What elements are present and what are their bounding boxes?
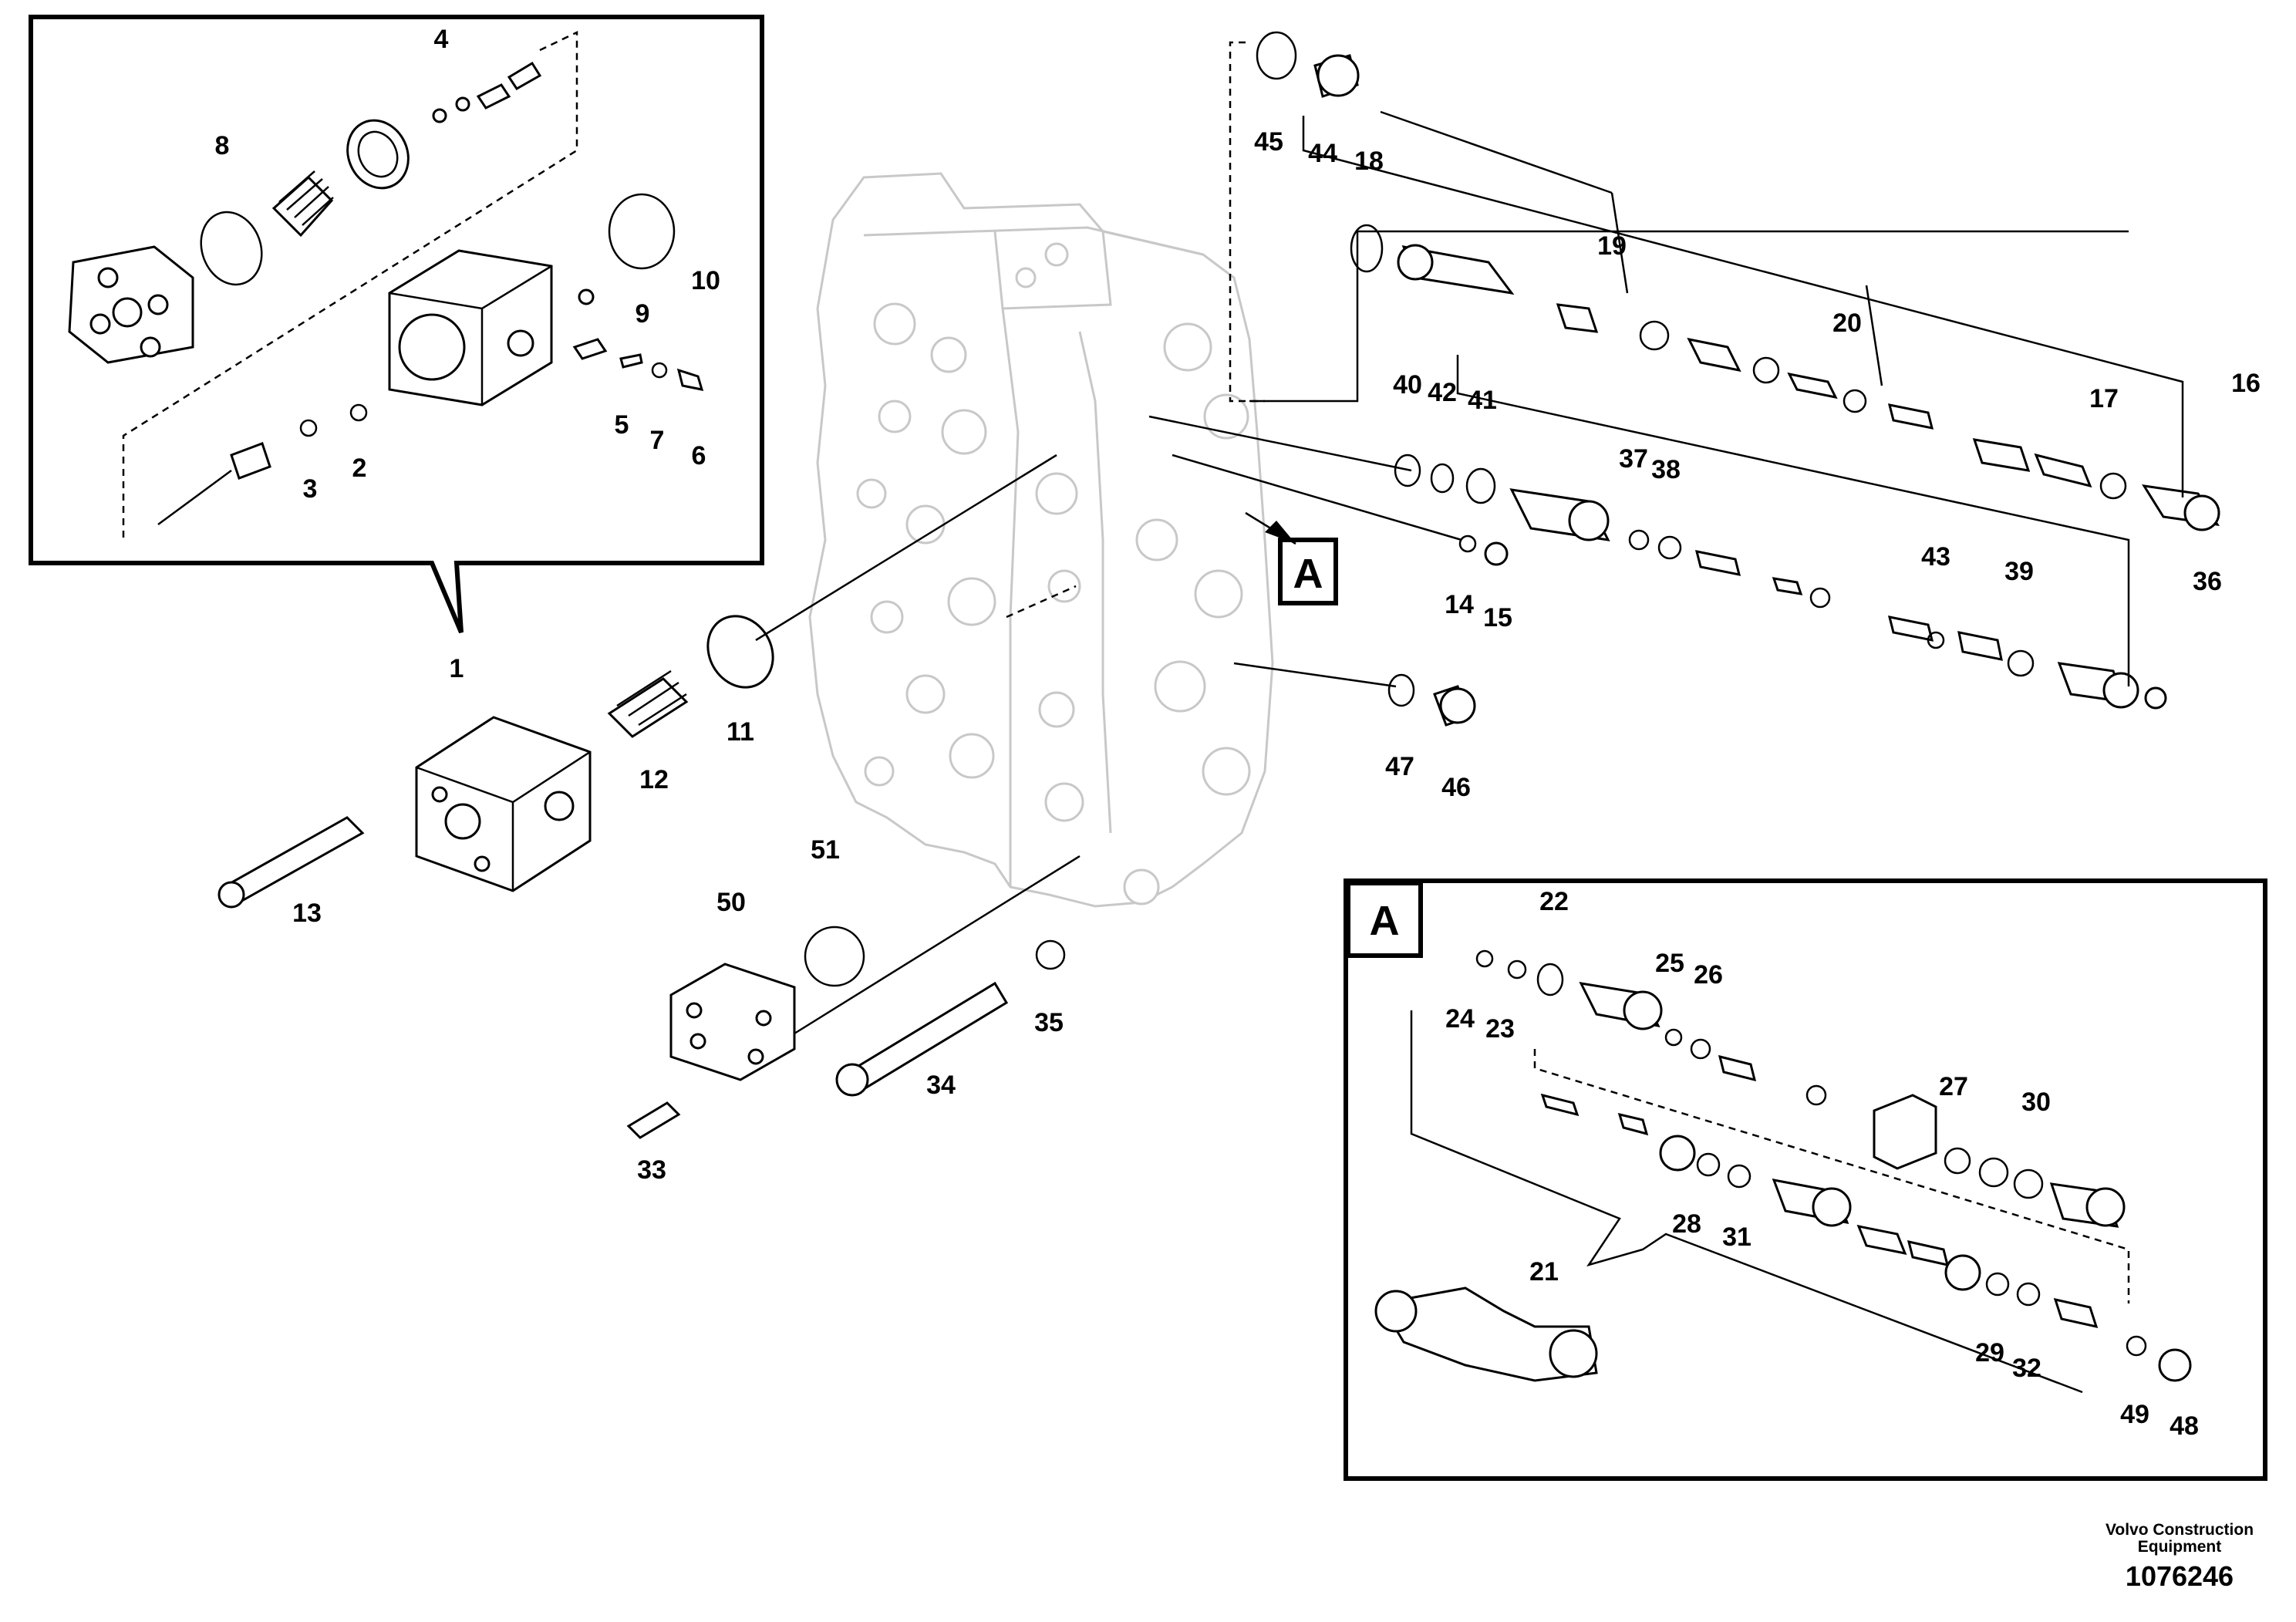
part-label-40: 40 (1393, 370, 1422, 400)
part-label-48: 48 (2170, 1411, 2199, 1441)
valve-body-ports (856, 242, 1251, 905)
inset-top-parts (68, 31, 704, 540)
bolt-33 (626, 1101, 681, 1139)
part-label-32: 32 (2012, 1354, 2041, 1383)
part-label-13: 13 (292, 899, 322, 928)
part-label-36: 36 (2193, 567, 2222, 596)
part-label-7: 7 (650, 426, 665, 455)
part-label-35: 35 (1034, 1008, 1064, 1037)
part-label-42: 42 (1428, 378, 1457, 407)
part-label-27: 27 (1939, 1072, 1968, 1101)
part-label-44: 44 (1308, 139, 1337, 168)
part-label-47: 47 (1385, 752, 1414, 781)
part-label-21: 21 (1529, 1257, 1559, 1286)
part-label-16: 16 (2231, 369, 2261, 398)
part-label-51: 51 (811, 835, 840, 865)
part-label-31: 31 (1722, 1222, 1752, 1252)
cover-50 (669, 963, 796, 1081)
part-label-26: 26 (1694, 960, 1723, 990)
part-label-39: 39 (2004, 557, 2034, 586)
detail-a-parts (1374, 949, 2192, 1394)
detail-letter-a: A (1370, 898, 1400, 944)
callout-letter-a: A (1293, 551, 1323, 597)
drawing-number: 1076246 (2126, 1560, 2234, 1592)
part-label-18: 18 (1354, 147, 1384, 176)
part-label-4: 4 (434, 25, 449, 54)
o-ring-14 (1458, 534, 1477, 553)
o-ring-41 (1465, 467, 1496, 504)
part-label-33: 33 (637, 1155, 666, 1185)
piston-inset (346, 119, 410, 190)
plug-15 (1484, 541, 1509, 566)
part-label-11: 11 (727, 717, 754, 747)
part-label-50: 50 (716, 888, 746, 917)
part-label-29: 29 (1975, 1338, 2004, 1367)
part-label-37: 37 (1619, 444, 1648, 474)
o-ring-40 (1394, 454, 1421, 487)
part-label-28: 28 (1672, 1209, 1701, 1239)
part-label-17: 17 (2089, 384, 2119, 413)
o-ring-45 (1256, 31, 1297, 80)
part-label-6: 6 (692, 441, 706, 470)
company-line-2: Equipment (2138, 1538, 2222, 1556)
part-label-3: 3 (303, 474, 318, 504)
part-label-15: 15 (1483, 603, 1512, 632)
part-label-8: 8 (215, 131, 230, 160)
valve-inset (230, 442, 271, 480)
valve-body (808, 172, 1274, 908)
part-label-43: 43 (1921, 542, 1950, 572)
spring-12 (607, 677, 689, 738)
part-label-5: 5 (615, 410, 629, 440)
detail-a-box: A (1344, 878, 2267, 1481)
part-label-25: 25 (1655, 949, 1684, 978)
part-label-22: 22 (1539, 887, 1569, 916)
o-ring-51 (804, 926, 865, 987)
part-label-24: 24 (1445, 1004, 1475, 1034)
piston-11 (706, 615, 774, 689)
o-ring-9 (578, 288, 595, 305)
plug-6 (676, 368, 704, 391)
part-label-14: 14 (1445, 590, 1474, 619)
o-ring-10 (608, 193, 676, 270)
main-right-parts (1148, 31, 2220, 727)
part-label-41: 41 (1468, 386, 1497, 415)
part-label-2: 2 (352, 454, 367, 483)
o-ring-42 (1430, 463, 1455, 494)
part-label-45: 45 (1254, 127, 1283, 157)
part-label-38: 38 (1651, 455, 1681, 484)
part-label-20: 20 (1832, 309, 1862, 338)
housing-1 (415, 716, 592, 892)
o-ring-8 (200, 211, 263, 286)
company-line-1: Volvo Construction (2106, 1521, 2254, 1539)
o-ring-18 (1350, 224, 1384, 273)
detail-inset-box-top (29, 15, 764, 634)
part-label-30: 30 (2021, 1088, 2051, 1117)
part-label-34: 34 (926, 1071, 956, 1100)
part-label-10: 10 (691, 266, 720, 295)
footer: Volvo Construction Equipment 1076246 (2106, 1521, 2254, 1592)
o-ring-47 (1387, 673, 1415, 707)
part-label-49: 49 (2120, 1400, 2149, 1429)
callout-a: A (1245, 511, 1338, 605)
part-label-12: 12 (639, 765, 669, 794)
bolt-13 (221, 816, 365, 904)
part-label-46: 46 (1441, 773, 1471, 802)
part-label-23: 23 (1485, 1014, 1515, 1044)
washer-35 (1035, 939, 1066, 970)
part-label-9: 9 (636, 299, 650, 329)
part-label-1: 1 (450, 654, 464, 683)
main-left-parts (217, 454, 1081, 1139)
part-label-19: 19 (1597, 231, 1627, 261)
nut-36 (2144, 686, 2167, 710)
